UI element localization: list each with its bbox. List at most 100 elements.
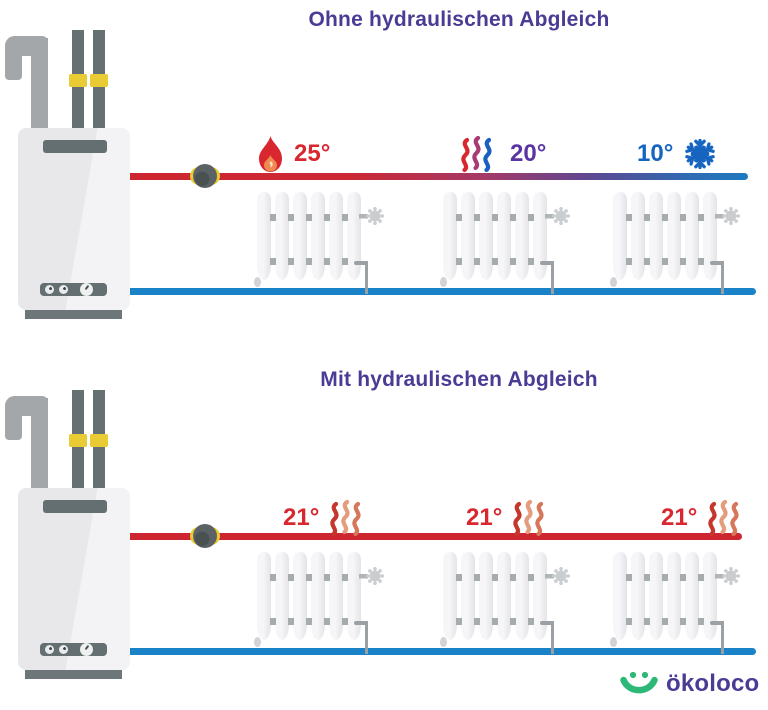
radiator-fin bbox=[515, 552, 529, 640]
radiator-fin bbox=[443, 192, 457, 280]
radiator-fin bbox=[649, 192, 663, 280]
radiator-fin bbox=[497, 192, 511, 280]
radiator-fin bbox=[631, 552, 645, 640]
flame-icon bbox=[256, 135, 285, 173]
radiator-section-connector bbox=[661, 618, 668, 625]
radiator-valve-knob bbox=[545, 207, 570, 225]
radiator-fin bbox=[329, 552, 343, 640]
radiator-fin bbox=[293, 192, 307, 280]
temperature-value: 21° bbox=[283, 504, 320, 531]
boiler-knob bbox=[45, 285, 54, 294]
radiator-section-connector bbox=[473, 214, 480, 221]
radiator-return-connector bbox=[550, 621, 554, 654]
radiator-section-connector bbox=[509, 214, 516, 221]
radiator-section-connector bbox=[527, 214, 534, 221]
radiator-section-connector bbox=[341, 618, 348, 625]
radiator-section-connector bbox=[527, 258, 534, 265]
radiator-section-connector bbox=[625, 574, 632, 581]
radiator-section-connector bbox=[491, 258, 498, 265]
radiator-section-connector bbox=[661, 214, 668, 221]
radiator-drain-valve bbox=[254, 277, 261, 287]
radiator-section-connector bbox=[341, 574, 348, 581]
radiator-fin bbox=[275, 192, 289, 280]
brand-name: ökoloco bbox=[666, 670, 760, 697]
boiler-flue-pipe bbox=[5, 396, 22, 440]
supply-pipe-cooling-gradient bbox=[128, 173, 748, 180]
boiler-base bbox=[25, 310, 122, 319]
radiator-return-connector bbox=[354, 261, 368, 265]
radiator-valve-knob bbox=[359, 207, 384, 225]
radiator-section-connector bbox=[287, 618, 294, 625]
radiator bbox=[440, 192, 571, 294]
boiler-gauge bbox=[80, 282, 93, 296]
radiator-fin bbox=[703, 552, 717, 640]
radiator-fin bbox=[533, 552, 547, 640]
radiator-fin bbox=[515, 192, 529, 280]
radiator-section-connector bbox=[305, 258, 312, 265]
radiator-3-temp-label: 21° bbox=[661, 499, 748, 537]
boiler bbox=[0, 0, 136, 322]
temperature-value: 21° bbox=[466, 504, 503, 531]
radiator-section-connector bbox=[269, 618, 276, 625]
radiator-section-connector bbox=[305, 618, 312, 625]
radiator-section-connector bbox=[305, 214, 312, 221]
radiator-return-connector bbox=[364, 261, 368, 294]
radiator-section-connector bbox=[287, 214, 294, 221]
boiler-flue-pipe bbox=[5, 36, 22, 80]
boiler-knob bbox=[59, 645, 68, 654]
boiler-vent-slot bbox=[43, 140, 107, 153]
radiator-section-connector bbox=[509, 574, 516, 581]
temperature-value: 21° bbox=[661, 504, 698, 531]
boiler-body bbox=[18, 128, 130, 310]
radiator-section-connector bbox=[697, 618, 704, 625]
steam-cooling-icon bbox=[459, 135, 501, 173]
radiator-section-connector bbox=[491, 574, 498, 581]
radiator-fin bbox=[461, 192, 475, 280]
radiator-section-connector bbox=[643, 214, 650, 221]
radiator-drain-valve bbox=[610, 637, 617, 647]
radiator-return-connector bbox=[720, 621, 724, 654]
radiator-section-connector bbox=[323, 574, 330, 581]
radiator-fin bbox=[533, 192, 547, 280]
boiler-vent-slot bbox=[43, 500, 107, 513]
radiator-fin bbox=[443, 552, 457, 640]
radiator-fin bbox=[667, 192, 681, 280]
radiator-section-connector bbox=[643, 618, 650, 625]
pump-valve bbox=[193, 164, 217, 188]
radiator-fin bbox=[461, 552, 475, 640]
temperature-value: 20° bbox=[510, 140, 547, 167]
boiler-flue-pipe bbox=[31, 398, 48, 490]
panel-with-balancing: Mit hydraulischen Abgleich 21° 21° 21° bbox=[0, 360, 768, 710]
radiator-fin bbox=[329, 192, 343, 280]
pipe-clamp bbox=[90, 434, 108, 447]
radiator-section-connector bbox=[473, 618, 480, 625]
radiator-section-connector bbox=[509, 618, 516, 625]
radiator-fin bbox=[497, 552, 511, 640]
temperature-value: 25° bbox=[294, 140, 331, 167]
radiator-fin bbox=[667, 552, 681, 640]
radiator-section-connector bbox=[287, 574, 294, 581]
radiator-section-connector bbox=[527, 618, 534, 625]
radiator-fin bbox=[311, 552, 325, 640]
radiator-section-connector bbox=[269, 214, 276, 221]
boiler bbox=[0, 360, 136, 682]
panel-title: Ohne hydraulischen Abgleich bbox=[308, 8, 610, 31]
return-pipe bbox=[126, 648, 756, 655]
radiator-valve-knob bbox=[359, 567, 384, 585]
panel-without-balancing: Ohne hydraulischen Abgleich 25° 20° 10° bbox=[0, 0, 768, 352]
radiator-drain-valve bbox=[610, 277, 617, 287]
radiator-2-temp-label: 20° bbox=[459, 135, 546, 173]
radiator-section-connector bbox=[643, 574, 650, 581]
radiator-section-connector bbox=[269, 258, 276, 265]
radiator-3-temp-label: 10° bbox=[637, 135, 718, 173]
radiator-section-connector bbox=[455, 258, 462, 265]
radiator-section-connector bbox=[679, 214, 686, 221]
pump-valve bbox=[193, 524, 217, 548]
radiator-section-connector bbox=[679, 618, 686, 625]
radiator-section-connector bbox=[305, 574, 312, 581]
supply-pipe-hot bbox=[128, 533, 742, 540]
radiator bbox=[610, 552, 741, 654]
boiler-knob bbox=[45, 645, 54, 654]
radiator-section-connector bbox=[269, 574, 276, 581]
boiler-knob bbox=[59, 285, 68, 294]
